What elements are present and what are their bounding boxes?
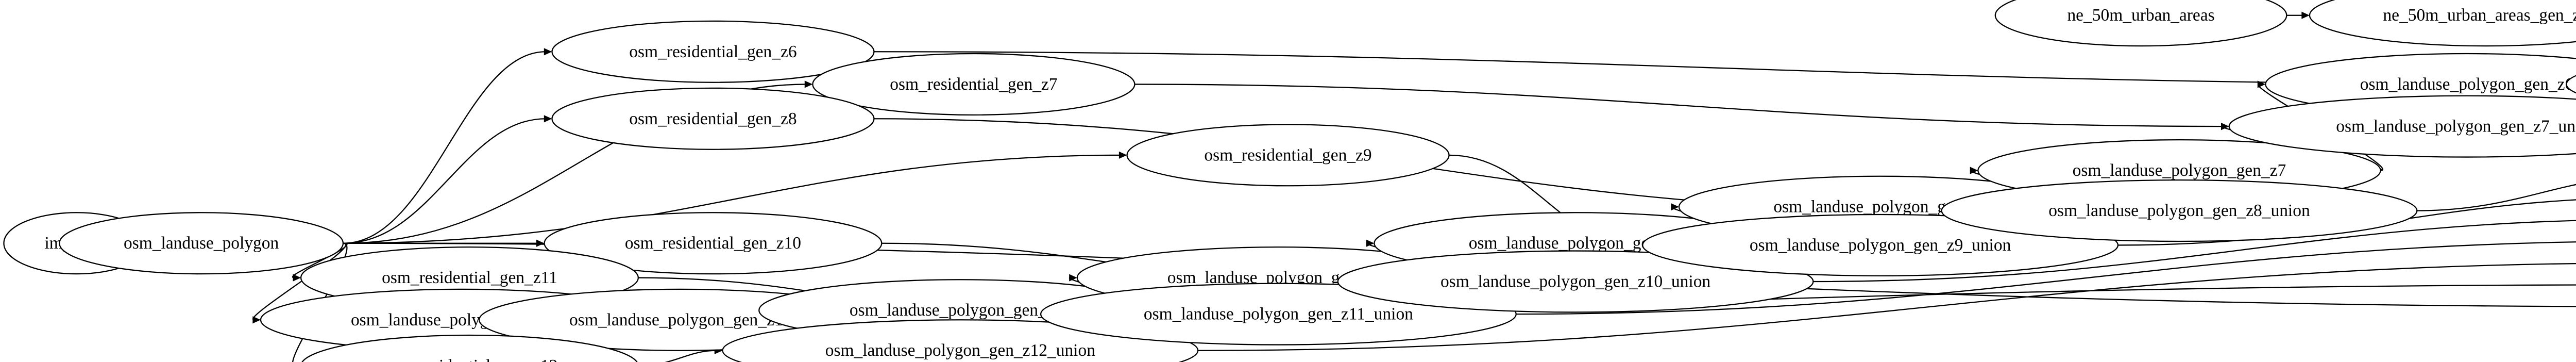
node-label-osm_residential_gen_z12: osm_residential_gen_z12	[381, 356, 557, 362]
graph-node[interactable]: osm_landuse_polygon_gen_z10_union	[1337, 250, 1814, 313]
graph-edge	[343, 51, 546, 244]
node-label-osm_landuse_polygon_gen_z7_union: osm_landuse_polygon_gen_z7_union	[2336, 117, 2576, 136]
node-label-osm_residential_gen_z9: osm_residential_gen_z9	[1204, 145, 1371, 164]
graph-node[interactable]: osm_residential_gen_z8	[551, 87, 875, 150]
graph-node[interactable]: ne_50m_urban_areas_gen_z5	[2309, 0, 2576, 47]
nodes-layer: imposm3osm_landuse_polygonosm_residentia…	[3, 0, 2576, 362]
graph-edge	[2417, 184, 2576, 211]
graph-node[interactable]: osm_residential_gen_z6	[551, 20, 875, 83]
node-label-ne_50m_urban_areas: ne_50m_urban_areas	[2067, 6, 2214, 25]
edge-arrowhead	[1366, 239, 1375, 247]
graph-edge	[343, 154, 1121, 244]
node-ellipse-osm_landuse_polygon[interactable]	[59, 212, 344, 275]
node-ellipse-osm_residential_gen_z10[interactable]	[544, 212, 883, 275]
graph-edge	[252, 242, 347, 321]
node-label-osm_landuse_polygon_gen_z12_union: osm_landuse_polygon_gen_z12_union	[825, 341, 1096, 360]
node-label-ne_50m_urban_areas_gen_z5: ne_50m_urban_areas_gen_z5	[2383, 6, 2576, 25]
edge-arrowhead	[544, 115, 552, 123]
edge-arrowhead	[2301, 11, 2310, 19]
edge-arrowhead	[544, 48, 552, 56]
edge-arrowhead	[1069, 274, 1077, 282]
node-label-osm_residential_gen_z11: osm_residential_gen_z11	[382, 268, 557, 287]
node-ellipse-osm_landuse_polygon_gen_z8_union[interactable]	[1941, 179, 2418, 242]
edge-arrowhead	[252, 316, 261, 324]
edge-arrowhead	[1671, 203, 1679, 211]
graph-edge	[665, 350, 717, 362]
graph-edge	[1198, 262, 2576, 351]
node-ellipse-osm_landuse_polygon_gen_z7_union[interactable]	[2228, 95, 2576, 158]
node-ellipse-osm_landuse_polygon_gen_z6_union[interactable]	[2566, 54, 2576, 115]
graph-edge	[343, 118, 546, 244]
graph-node[interactable]: ne_50m_urban_areas	[1994, 0, 2287, 47]
edge-arrowhead	[1970, 167, 1978, 174]
edge-arrowhead	[2221, 123, 2229, 130]
node-label-osm_landuse_polygon_gen_z12: osm_landuse_polygon_gen_z12	[569, 310, 791, 330]
graph-node[interactable]: osm_landuse_polygon_gen_z8_union	[1941, 179, 2418, 242]
node-ellipse-osm_residential_gen_z12[interactable]	[301, 334, 638, 362]
graph-edge	[874, 51, 2561, 85]
node-label-osm_residential_gen_z10: osm_residential_gen_z10	[625, 234, 801, 253]
graph-edge	[1813, 220, 2576, 283]
node-label-osm_residential_gen_z8: osm_residential_gen_z8	[629, 109, 796, 128]
graph-node[interactable]: osm_landuse_polygon_gen_z6_union	[2566, 54, 2576, 115]
node-ellipse-osm_residential_gen_z6[interactable]	[551, 20, 875, 83]
graph-node[interactable]: osm_residential_gen_z10	[544, 212, 883, 275]
graph-edge	[1134, 84, 2223, 127]
node-label-osm_residential_gen_z6: osm_residential_gen_z6	[629, 42, 796, 61]
node-label-osm_landuse_polygon_gen_z7: osm_landuse_polygon_gen_z7	[2073, 161, 2286, 180]
graph-node[interactable]: osm_landuse_polygon	[59, 212, 344, 275]
graph-edge	[1516, 241, 2576, 315]
node-ellipse-osm_landuse_polygon_gen_z10_union[interactable]	[1337, 250, 1814, 313]
node-ellipse-ne_50m_urban_areas_gen_z5[interactable]	[2309, 0, 2576, 47]
node-ellipse-osm_residential_gen_z7[interactable]	[812, 53, 1136, 116]
node-ellipse-osm_residential_gen_z9[interactable]	[1126, 124, 1450, 187]
node-label-osm_landuse_polygon_gen_z10_union: osm_landuse_polygon_gen_z10_union	[1440, 272, 1711, 291]
edge-arrowhead	[1118, 151, 1127, 159]
edge-arrowhead	[536, 239, 545, 247]
graph-node[interactable]: osm_landuse_polygon_gen_z7_union	[2228, 95, 2576, 158]
node-label-osm_landuse_polygon: osm_landuse_polygon	[124, 234, 279, 253]
node-label-osm_landuse_polygon_gen_z11_union: osm_landuse_polygon_gen_z11_union	[1144, 305, 1413, 324]
node-label-osm_residential_gen_z7: osm_residential_gen_z7	[890, 75, 1057, 94]
node-label-osm_landuse_polygon_gen_z8_union: osm_landuse_polygon_gen_z8_union	[2048, 201, 2310, 220]
graph-node[interactable]: osm_residential_gen_z7	[812, 53, 1136, 116]
node-label-osm_landuse_polygon_gen_z11: osm_landuse_polygon_gen_z11	[850, 301, 1071, 320]
node-label-osm_landuse_polygon_gen_z9_union: osm_landuse_polygon_gen_z9_union	[1750, 236, 2011, 255]
edge-arrowhead	[293, 274, 301, 282]
node-label-osm_landuse_polygon_gen_z6: osm_landuse_polygon_gen_z6	[2360, 75, 2574, 94]
graph-node[interactable]: osm_residential_gen_z9	[1126, 124, 1450, 187]
graph-node[interactable]: osm_residential_gen_z12	[301, 334, 638, 362]
node-ellipse-ne_50m_urban_areas[interactable]	[1994, 0, 2287, 47]
graph-node[interactable]: osm_landuse_polygon_gen_z11_union	[1040, 283, 1517, 345]
node-ellipse-osm_residential_gen_z8[interactable]	[551, 87, 875, 150]
edge-arrowhead	[804, 80, 813, 88]
